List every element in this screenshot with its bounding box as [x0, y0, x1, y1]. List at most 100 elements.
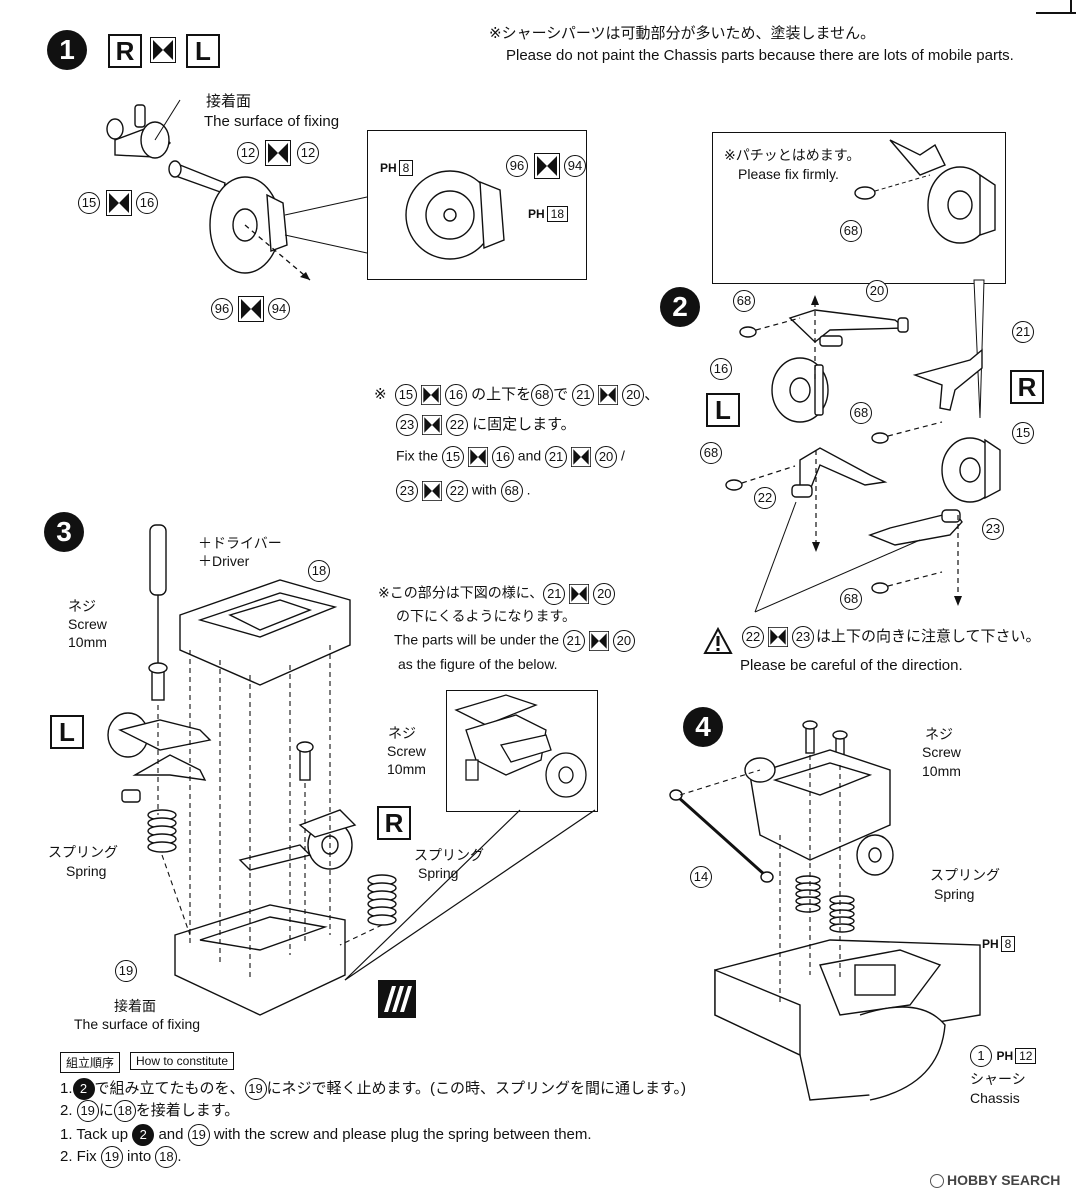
step3-spring-left-jp: スプリング: [48, 844, 118, 860]
step2-inset-drawing: [854, 139, 996, 244]
step3-screw-en: Screw: [68, 616, 107, 632]
step1-fix-en: The surface of fixing: [204, 113, 340, 130]
step3-fix-jp: 接着面: [114, 998, 156, 1014]
step-1-letter-r: R: [108, 34, 142, 68]
step1-inset-disc: [405, 170, 505, 260]
step4-spring-jp: スプリング: [930, 867, 1000, 883]
brand-logo-icon: [378, 980, 416, 1018]
step3-driver-jp: ＋ドライバー: [198, 535, 282, 551]
step2-part-22: 22: [754, 487, 776, 509]
step-3-number: 3: [44, 512, 84, 552]
step1-inset-connector: [284, 196, 368, 254]
step3-spring-right-jp: スプリング: [414, 847, 484, 863]
step2-letter-l: L: [706, 393, 740, 427]
bowtie-icon: [265, 140, 291, 166]
bottom-line-4: 2. Fix 19 into 18.: [60, 1146, 182, 1168]
bowtie-icon: [150, 37, 176, 63]
step-2-number: 2: [660, 287, 700, 327]
step3-part-18: 18: [308, 560, 330, 582]
step2-part-68d: 68: [840, 588, 862, 610]
step2-inset-en: Please fix firmly.: [738, 166, 839, 182]
tag-how-to-constitute: How to constitute: [130, 1052, 235, 1070]
bowtie-icon: [569, 584, 590, 604]
step1-inset-96: 96: [506, 155, 528, 177]
step2-part-68c: 68: [700, 442, 722, 464]
step2-part-68a: 68: [733, 290, 755, 312]
step1-inset-94: 94: [564, 155, 586, 177]
bowtie-icon: [467, 447, 488, 467]
step3-screw2-jp: ネジ: [388, 725, 416, 741]
step4-screw-size: 10mm: [922, 763, 961, 779]
step2-part-21: 21: [1012, 321, 1034, 343]
watermark-logo-icon: [930, 1174, 944, 1189]
step2-part-16: 16: [710, 358, 732, 380]
step4-screw-en: Screw: [922, 744, 961, 760]
watermark: HOBBY SEARCH: [930, 1172, 1060, 1189]
step4-part-14: 14: [690, 866, 712, 888]
step4-spring-en: Spring: [934, 886, 975, 902]
step1-fix-jp: 接着面: [206, 93, 252, 110]
top-note-jp: ※シャーシパーツは可動部分が多いため、塗装しません。: [489, 25, 876, 42]
bowtie-icon: [106, 190, 132, 216]
step2-inset-68: 68: [840, 220, 862, 242]
step3-part-19: 19: [115, 960, 137, 982]
step3-spring-right-en: Spring: [418, 865, 459, 881]
step1-part-12a: 12: [237, 142, 259, 164]
step3-note-en2: as the figure of the below.: [398, 656, 558, 672]
step3-inset-drawing: [454, 694, 587, 798]
bowtie-icon: [571, 447, 592, 467]
top-border-right: [1070, 0, 1072, 12]
step1-part-96b: 96: [211, 298, 233, 320]
step1-hub-drawing: [106, 99, 311, 281]
bowtie-icon: [598, 385, 619, 405]
bowtie-icon: [588, 631, 609, 651]
step2-inset-pointer: [973, 279, 985, 419]
step1-part-12b: 12: [297, 142, 319, 164]
step3-screw2-en: Screw: [387, 743, 426, 759]
step4-chassis-jp: シャーシ: [970, 1071, 1026, 1087]
bowtie-icon: [534, 153, 560, 179]
step3-fix-en: The surface of fixing: [74, 1016, 201, 1032]
step4-chassis-en: Chassis: [970, 1090, 1020, 1106]
step3-letter-r: R: [377, 806, 411, 840]
step3-drawing: [107, 524, 397, 1016]
step2-part-68b: 68: [850, 402, 872, 424]
bowtie-icon: [422, 481, 442, 501]
step-1-letter-l: L: [186, 34, 220, 68]
bottom-line-3: 1. Tack up 2 and 19 with the screw and p…: [60, 1124, 592, 1146]
bowtie-icon: [420, 385, 441, 405]
bowtie-icon: [238, 296, 264, 322]
step3-inset-pointer: [344, 809, 596, 981]
step3-spring-left-en: Spring: [66, 863, 107, 879]
step3-driver-en: ＋Driver: [198, 553, 250, 569]
step2-drawing: [725, 295, 1001, 613]
caution-en: Please be careful of the direction.: [740, 657, 963, 674]
step1-part-16: 16: [136, 192, 158, 214]
top-border: [1036, 0, 1076, 14]
step-4-number: 4: [683, 707, 723, 747]
tag-assembly-order: 組立順序: [60, 1052, 121, 1073]
step4-drawing: [669, 720, 981, 1101]
top-note-en: Please do not paint the Chassis parts be…: [506, 47, 1014, 64]
warning-icon: [703, 626, 733, 654]
step2-inset-jp: ※パチッとはめます。: [724, 147, 861, 163]
step3-note-jp2: の下にくるようになります。: [396, 608, 577, 624]
step2-part-15: 15: [1012, 422, 1034, 444]
step2-letter-r: R: [1010, 370, 1044, 404]
step4-screw-jp: ネジ: [925, 726, 953, 742]
step3-screw-jp: ネジ: [68, 598, 96, 614]
step3-screw-size: 10mm: [68, 634, 107, 650]
